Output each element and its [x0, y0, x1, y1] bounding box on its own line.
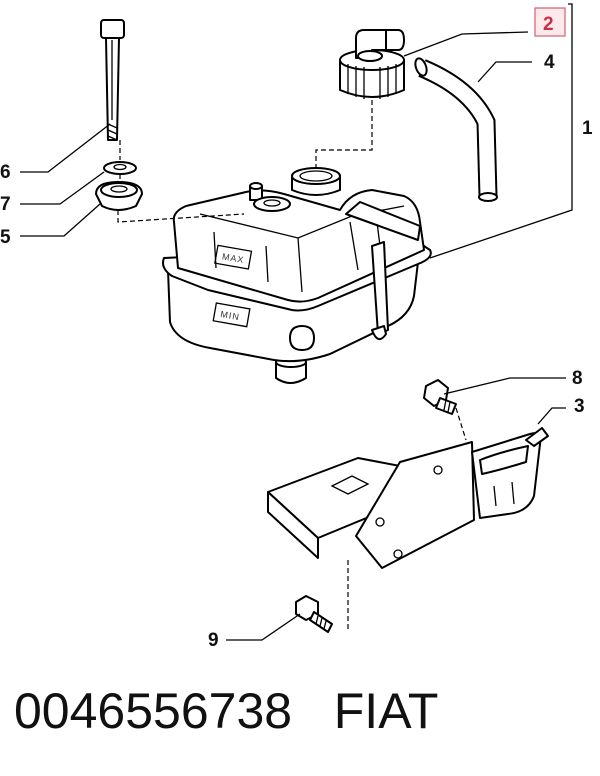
- part-3-bracket: [267, 427, 549, 569]
- part-number-caption: 0046556738 FIAT: [14, 680, 438, 742]
- callout-5: 5: [0, 227, 11, 248]
- exploded-parts-diagram: MAX MIN: [0, 3, 593, 651]
- callout-1: 1: [582, 118, 593, 139]
- callout-9: 9: [208, 630, 219, 651]
- callout-6: 6: [0, 162, 11, 183]
- part-5-grommet: [95, 181, 143, 211]
- callout-8: 8: [572, 368, 583, 389]
- callout-labels: 1 2 3 4 5 6 7 8 9: [0, 7, 593, 651]
- leader-lines: [20, 3, 573, 641]
- part-8-bolt: [423, 379, 457, 415]
- part-7-washer: [103, 161, 137, 175]
- callout-4: 4: [544, 52, 555, 73]
- assembly-guide-lines: [117, 100, 467, 630]
- part-6-bolt: [100, 19, 125, 141]
- tank-max-mark: MAX: [221, 251, 245, 265]
- part-2-filler-cap: [339, 29, 405, 99]
- part-4-hose: [414, 57, 498, 202]
- callout-2-highlight-box: [534, 7, 566, 37]
- callout-2: 2: [543, 14, 554, 35]
- tank-min-mark: MIN: [220, 309, 241, 322]
- expansion-tank: MAX MIN: [162, 167, 432, 384]
- part-number: 0046556738: [14, 683, 293, 739]
- brand-name: FIAT: [333, 683, 439, 739]
- part-9-bolt: [295, 595, 333, 633]
- callout-7: 7: [0, 194, 11, 215]
- callout-3: 3: [574, 396, 585, 417]
